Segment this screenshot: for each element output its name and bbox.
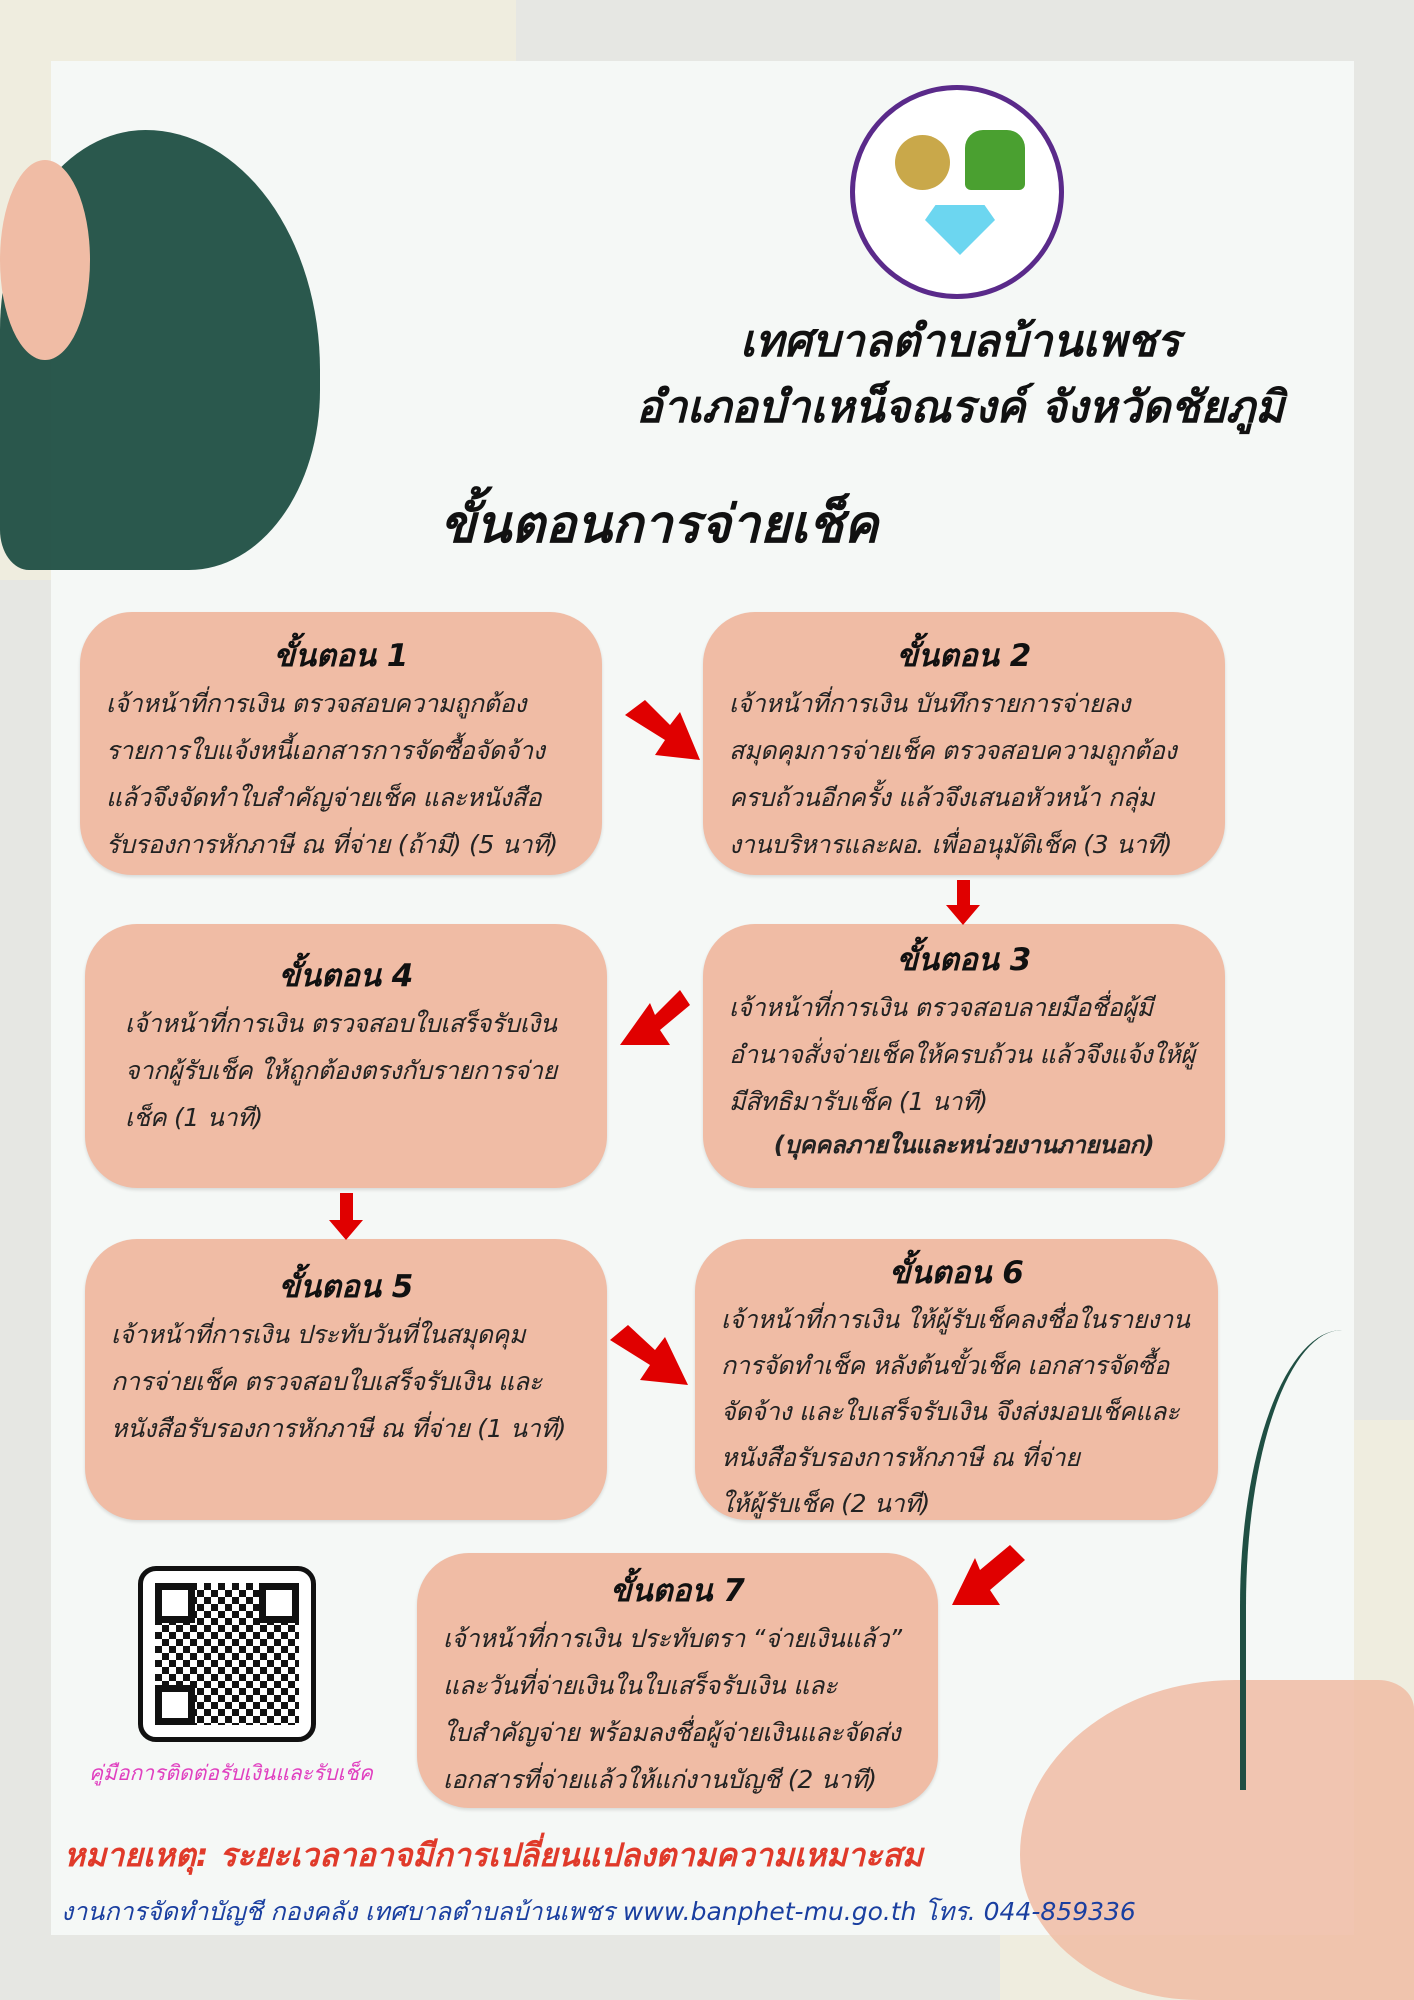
step-title: ขั้นตอน 5 [278,1269,414,1305]
step-title: ขั้นตอน 6 [889,1255,1024,1291]
step-text: เจ้าหน้าที่การเงิน ให้ผู้รับเช็คลงชื่อใน… [721,1305,1190,1518]
arrow-down-icon [329,1193,363,1240]
arrow-left-down-icon [952,1545,1025,1605]
org-name: เทศบาลตำบลบ้านเพชร [740,316,1180,367]
municipality-logo [850,85,1064,299]
step-5: ขั้นตอน 5 เจ้าหน้าที่การเงิน ประทับวันที… [85,1239,607,1520]
peach-decoration [0,160,90,360]
step-text: เจ้าหน้าที่การเงิน ตรวจสอบลายมือชื่อผู้ม… [729,993,1195,1116]
step-title: ขั้นตอน 1 [273,638,409,674]
step-title: ขั้นตอน 7 [610,1573,745,1609]
step-text: เจ้าหน้าที่การเงิน ตรวจสอบใบเสร็จรับเงิน… [125,1009,557,1132]
page-title: ขั้นตอนการจ่ายเช็ค [440,495,879,555]
arrow-right-down-icon [625,700,700,760]
note-text: หมายเหตุ: ระยะเวลาอาจมีการเปลี่ยนแปลงตาม… [64,1836,923,1874]
step-text: เจ้าหน้าที่การเงิน ตรวจสอบความถูกต้องราย… [106,689,558,859]
arrow-right-down-icon [610,1325,688,1385]
org-location: อำเภอบำเหน็จณรงค์ จังหวัดชัยภูมิ [635,382,1285,433]
step-title: ขั้นตอน 3 [896,942,1032,978]
step-2: ขั้นตอน 2 เจ้าหน้าที่การเงิน บันทึกรายกา… [703,612,1225,875]
step-7: ขั้นตอน 7 เจ้าหน้าที่การเงิน ประทับตรา “… [417,1553,938,1808]
step-1: ขั้นตอน 1 เจ้าหน้าที่การเงิน ตรวจสอบความ… [80,612,602,875]
step-text: เจ้าหน้าที่การเงิน ประทับวันที่ในสมุดคุม… [111,1320,567,1443]
footer-contact: งานการจัดทำบัญชี กองคลัง เทศบาลตำบลบ้านเ… [61,1897,1136,1926]
step-title: ขั้นตอน 4 [278,958,414,994]
arrow-down-icon [946,880,980,925]
step-6: ขั้นตอน 6 เจ้าหน้าที่การเงิน ให้ผู้รับเช… [695,1239,1218,1520]
arrow-left-down-icon [620,990,690,1045]
qr-caption: คู่มือการติดต่อรับเงินและรับเช็ค [89,1761,373,1785]
step-text: เจ้าหน้าที่การเงิน บันทึกรายการจ่ายลงสมุ… [729,689,1177,859]
leaf-decoration-right [1240,1330,1410,1790]
step-4: ขั้นตอน 4 เจ้าหน้าที่การเงิน ตรวจสอบใบเส… [85,924,607,1188]
step-3: ขั้นตอน 3 เจ้าหน้าที่การเงิน ตรวจสอบลายม… [703,924,1225,1188]
step-text: เจ้าหน้าที่การเงิน ประทับตรา “จ่ายเงินแล… [443,1624,902,1794]
step-title: ขั้นตอน 2 [896,638,1032,674]
qr-code[interactable] [138,1566,316,1742]
step-note: (บุคคลภายในและหน่วยงานภายนอก) [773,1131,1155,1159]
